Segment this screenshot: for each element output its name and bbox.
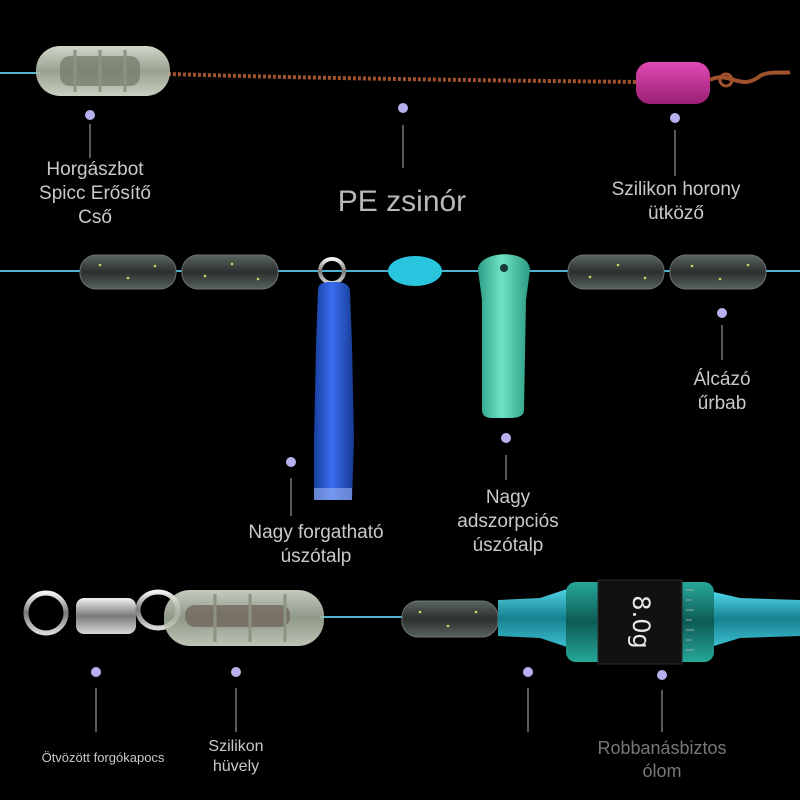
bean-speckles (98, 262, 750, 281)
alloy-swivel (23, 589, 181, 636)
label-line: úszótalp (472, 534, 544, 556)
pointer-swivel (91, 667, 101, 732)
space-bean-left-1 (79, 254, 177, 290)
sinker-weight-text: 8.0g (627, 595, 655, 648)
label-line: adszorpciós (457, 510, 559, 532)
pe-braid (167, 72, 641, 84)
label-line: Spicc Erősítő (39, 182, 151, 204)
label-line: hüvely (212, 758, 260, 775)
label-line: Nagy (485, 487, 531, 508)
label-silicone-sleeve: Szilikon hüvely (186, 737, 286, 777)
pointer-tip-tube (85, 110, 95, 158)
label-line: úszótalp (280, 545, 352, 567)
label-rotating-seat: Nagy forgatható úszótalp (216, 521, 416, 569)
label-line: Ötvözött forgókapocs (41, 750, 165, 765)
label-space-bean: Álcázó űrbab (670, 368, 774, 416)
label-adsorption-seat: Nagy adszorpciós úszótalp (428, 486, 588, 557)
space-bean-right-1 (567, 254, 665, 290)
pointer-stopper (670, 113, 680, 176)
silicone-sleeve (164, 590, 324, 646)
adsorption-float-seat (478, 254, 530, 418)
label-line: Cső (78, 206, 112, 228)
pointer-pe-line (398, 103, 408, 168)
space-bean-right-2 (669, 254, 767, 290)
space-bean-row3 (401, 600, 499, 638)
label-line: Nagy forgatható (248, 522, 384, 543)
rod-tip-tube (36, 46, 170, 96)
label-line: Horgászbot (46, 159, 144, 180)
label-line: Szilikon (208, 738, 264, 755)
label-line: ólom (642, 760, 682, 781)
pointer-adsorption-seat (501, 433, 511, 480)
label-swivel: Ötvözött forgókapocs (18, 750, 188, 766)
silicone-stopper (636, 62, 791, 104)
rotating-float-seat (314, 257, 354, 500)
pointer-bean-row3 (523, 667, 533, 732)
scale-ticks (686, 589, 694, 651)
space-bean-left-2 (181, 254, 279, 290)
bead (388, 256, 442, 286)
pointer-sleeve (231, 667, 241, 732)
explosion-proof-sinker: 8.0g (498, 579, 800, 665)
label-rod-tip-tube: Horgászbot Spicc Erősítő Cső (20, 158, 170, 229)
label-line: Szilikon horony (611, 179, 741, 200)
label-line: Álcázó (693, 369, 751, 390)
pointer-bean (717, 308, 727, 360)
label-sinker: Robbanásbiztos ólom (572, 737, 752, 782)
label-line: PE zsinór (337, 185, 467, 218)
label-silicone-stopper: Szilikon horony ütköző (588, 178, 764, 226)
pointer-rotating-seat (286, 457, 296, 516)
label-line: űrbab (697, 392, 747, 414)
pointer-sinker (657, 670, 667, 732)
label-pe-line: PE zsinór (322, 183, 482, 221)
label-line: Robbanásbiztos (597, 738, 727, 758)
label-line: ütköző (648, 202, 704, 224)
